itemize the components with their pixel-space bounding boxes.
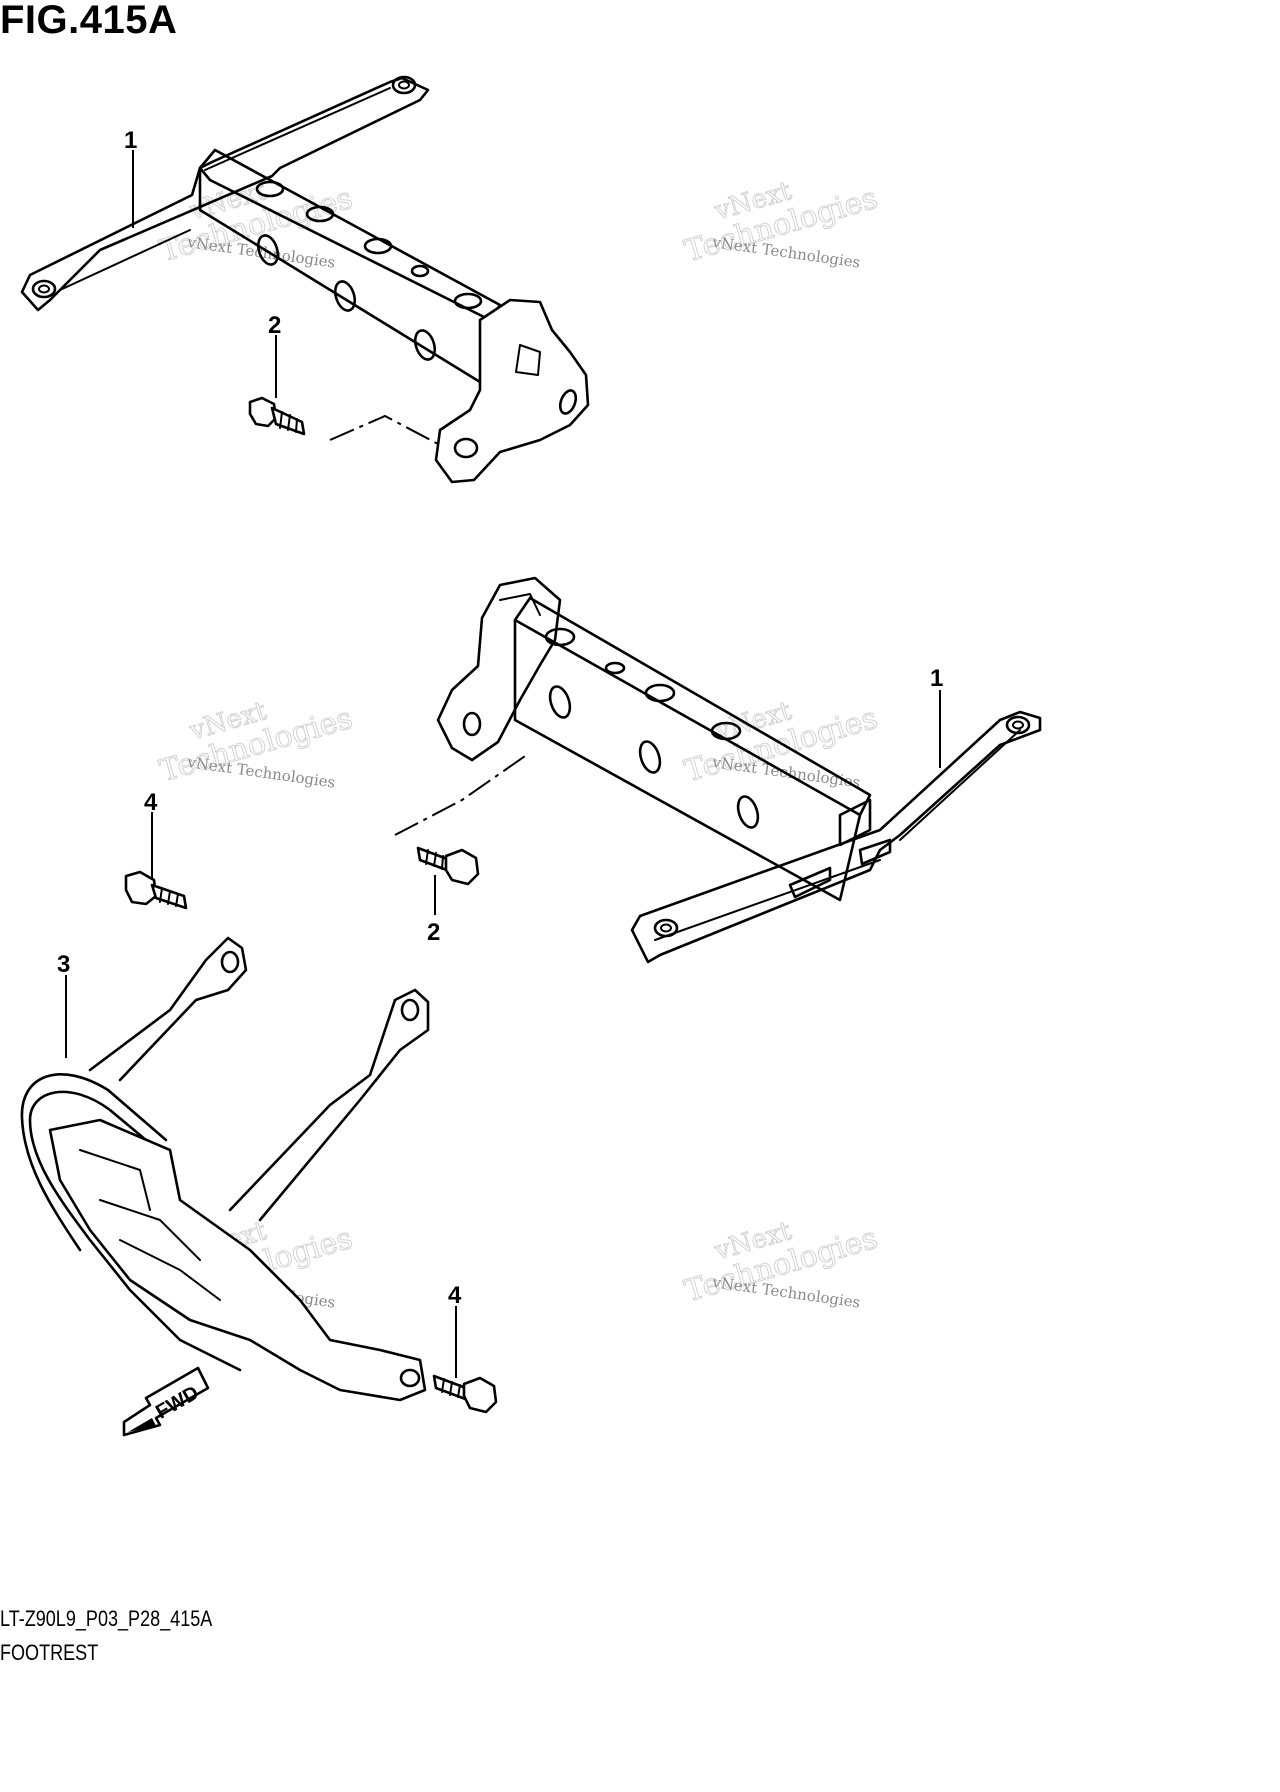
diagram-code: LT-Z90L9_P03_P28_415A xyxy=(0,1606,213,1631)
callout-bolt-guard-bottom: 4 xyxy=(448,1282,462,1309)
figure-title: FIG.415A xyxy=(0,0,178,42)
callout-leaders xyxy=(65,150,941,1378)
footguard[interactable] xyxy=(20,936,430,1402)
section-name: FOOTREST xyxy=(0,1640,99,1665)
callout-bolt-guard-top: 4 xyxy=(144,789,158,816)
bolt-upper[interactable] xyxy=(248,396,306,436)
bolt-guard-bottom[interactable] xyxy=(432,1374,498,1414)
callout-bolt-lower: 2 xyxy=(427,919,440,946)
callout-footrest-bracket-lower: 1 xyxy=(930,665,943,692)
footrest-bracket-upper[interactable] xyxy=(20,75,590,484)
fwd-arrow-icon: FWD xyxy=(122,1366,210,1437)
callout-footrest-bracket-upper: 1 xyxy=(124,127,137,154)
bolt-guard-top[interactable] xyxy=(124,870,188,910)
assembly-line-lower xyxy=(394,753,529,836)
callout-footguard: 3 xyxy=(57,951,70,978)
footrest-bracket-lower[interactable] xyxy=(436,576,1042,964)
callout-bolt-upper: 2 xyxy=(268,312,281,339)
bolt-lower[interactable] xyxy=(416,846,480,886)
assembly-line-upper xyxy=(329,414,441,446)
